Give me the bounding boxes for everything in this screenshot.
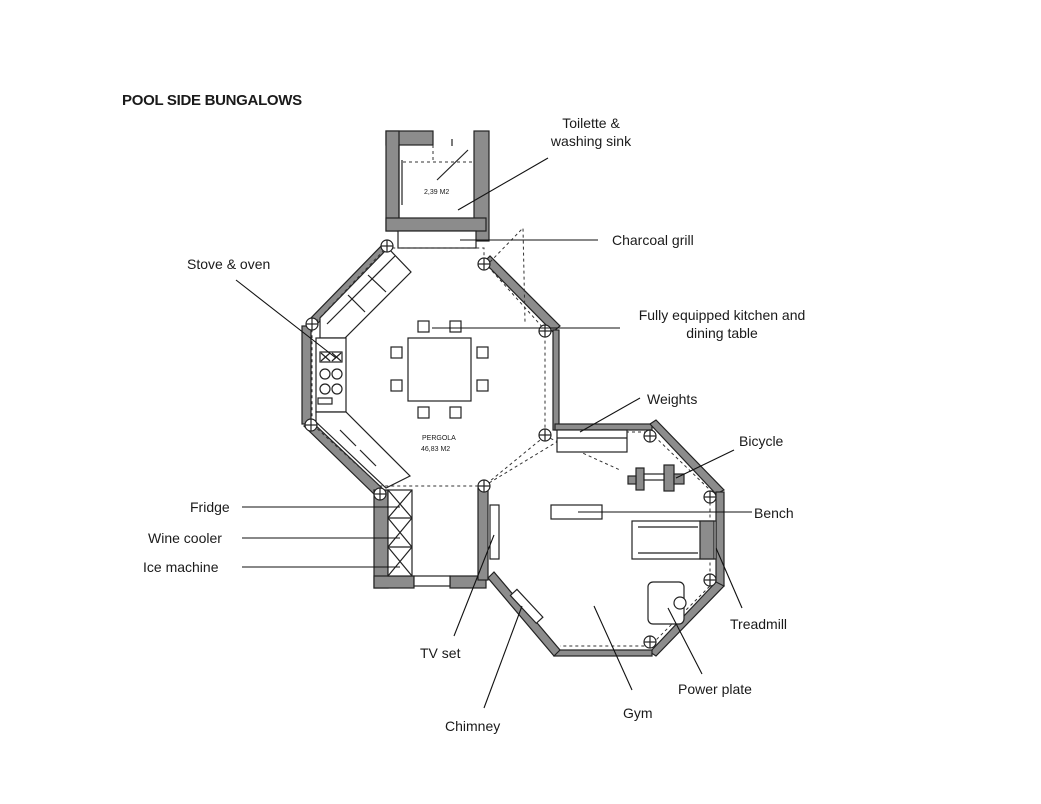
label-stove-oven: Stove & oven bbox=[187, 256, 270, 272]
label-weights: Weights bbox=[647, 391, 697, 407]
label-bicycle: Bicycle bbox=[739, 433, 784, 449]
treadmill bbox=[631, 520, 717, 560]
label-bench: Bench bbox=[754, 505, 794, 521]
gym-walls bbox=[487, 419, 726, 657]
pergola-name-label: PERGOLA bbox=[422, 435, 456, 442]
kitchen-walls bbox=[301, 239, 561, 589]
label-ice-machine: Ice machine bbox=[143, 559, 219, 575]
bicycle bbox=[627, 464, 685, 492]
pergola-outline bbox=[311, 247, 546, 487]
leader-lines bbox=[235, 157, 752, 709]
power-plate bbox=[647, 581, 687, 625]
dining-table bbox=[390, 320, 489, 419]
label-washing-sink: washing sink bbox=[550, 133, 632, 149]
label-wine-cooler: Wine cooler bbox=[148, 530, 222, 546]
columns bbox=[304, 239, 717, 649]
label-chimney: Chimney bbox=[445, 718, 500, 734]
label-tv-set: TV set bbox=[420, 645, 461, 661]
label-power-plate: Power plate bbox=[678, 681, 752, 697]
kitchen-counters bbox=[315, 247, 412, 489]
pergola-area-label: 46,83 M2 bbox=[421, 446, 450, 453]
label-treadmill: Treadmill bbox=[730, 616, 787, 632]
label-kitchen: Fully equipped kitchen and bbox=[639, 307, 806, 323]
chimney bbox=[509, 588, 544, 625]
toilet-area-label: 2,39 M2 bbox=[424, 189, 449, 196]
label-charcoal-grill: Charcoal grill bbox=[612, 232, 694, 248]
label-dining-table: dining table bbox=[686, 325, 758, 341]
weights-rack bbox=[556, 429, 628, 453]
plan-title: POOL SIDE BUNGALOWS bbox=[122, 92, 302, 109]
tv-set bbox=[489, 504, 500, 560]
label-gym: Gym bbox=[623, 705, 653, 721]
toilet-room bbox=[385, 130, 490, 242]
label-fridge: Fridge bbox=[190, 499, 230, 515]
appliance-column bbox=[387, 489, 451, 587]
label-toilette: Toilette & bbox=[562, 115, 620, 131]
